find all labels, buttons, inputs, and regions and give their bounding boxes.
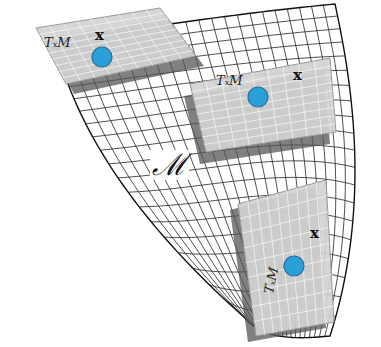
plane-grid (316, 183, 325, 324)
plane-grid (56, 40, 184, 65)
plane-grid (59, 45, 188, 71)
plane-grid (132, 12, 167, 62)
point-label: x (293, 68, 302, 83)
plane-grid (53, 35, 180, 59)
tangent-space-label: TₓM (44, 36, 71, 49)
plane-grid (119, 15, 153, 66)
point-dot (92, 47, 112, 67)
plane-grid (63, 51, 192, 78)
surface-mesh (58, 5, 355, 338)
plane-grid (252, 290, 332, 306)
plane-grid (50, 26, 81, 81)
plane-grid (202, 116, 334, 137)
manifold-surface (55, 4, 355, 338)
plane-grid (146, 10, 181, 59)
plane-grid (248, 201, 265, 334)
plane-grid (252, 72, 264, 143)
plane-grid (204, 124, 335, 145)
plane-fill (36, 8, 196, 84)
plane-grid (283, 67, 292, 139)
tangent-plane: TₓM x (36, 8, 196, 84)
point-label: x (310, 226, 319, 241)
plane-grid (314, 61, 321, 134)
plane-fill (190, 58, 336, 152)
plane-grid (268, 70, 278, 141)
plane-grid (91, 19, 124, 71)
plane-grid (206, 81, 221, 150)
plane-grid (267, 196, 282, 331)
tangent-space-label: TₓM (216, 74, 243, 87)
plane-grid (254, 306, 333, 321)
tangent-plane: TₓM x (190, 58, 336, 152)
manifold-label: ℳ (150, 150, 189, 180)
tangent-plane: TₓMx (238, 180, 334, 336)
plane-shape (238, 180, 334, 336)
plane-grid (221, 78, 235, 147)
plane-fill (238, 180, 334, 336)
point-dot (248, 87, 268, 107)
point-label: x (95, 28, 104, 43)
plane-grid (306, 185, 316, 325)
point-dot (284, 256, 304, 276)
plane-shape (190, 58, 336, 152)
